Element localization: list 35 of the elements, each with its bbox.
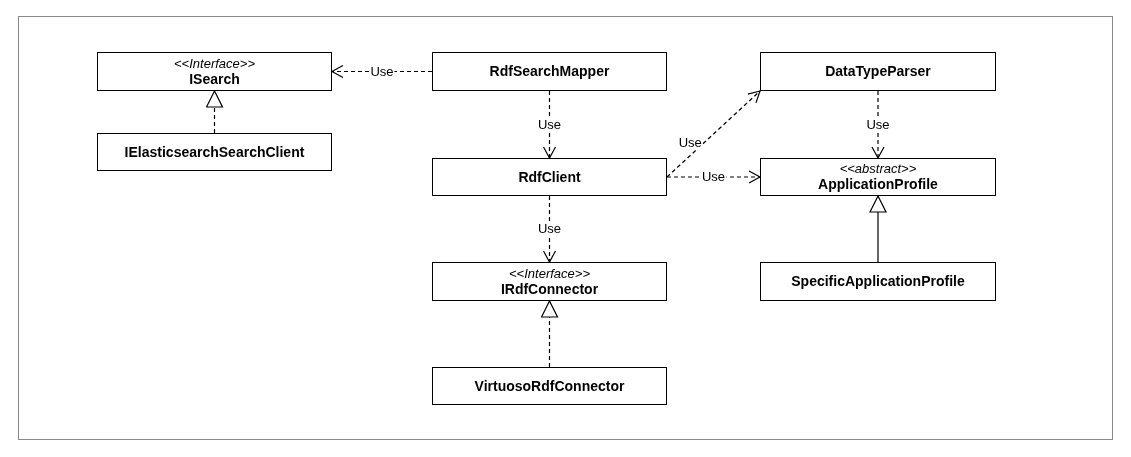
arrow bbox=[871, 90, 885, 159]
stereotype-label: <<Interface>> bbox=[174, 55, 255, 71]
class-name: ApplicationProfile bbox=[818, 176, 938, 193]
class-box bbox=[760, 262, 996, 301]
arrow bbox=[869, 195, 887, 263]
class-name: SpecificApplicationProfile bbox=[791, 273, 965, 290]
class-name: VirtuosoRdfConnector bbox=[474, 377, 625, 395]
class-box bbox=[97, 52, 332, 91]
stereotype-label: <<Interface>> bbox=[509, 265, 590, 281]
edge-label: Use bbox=[536, 117, 563, 132]
class-box bbox=[432, 52, 667, 91]
class-box bbox=[760, 52, 996, 91]
class-name: ISearch bbox=[189, 70, 240, 88]
class-name: RdfSearchMapper bbox=[489, 63, 610, 80]
class-box bbox=[760, 158, 996, 196]
class-box bbox=[432, 367, 667, 405]
class-name: RdfClient bbox=[518, 168, 581, 186]
arrow bbox=[666, 90, 761, 178]
edge-label: Use bbox=[677, 135, 703, 150]
edge-label: Use bbox=[369, 64, 395, 79]
arrow bbox=[542, 90, 557, 159]
stereotype-label: <<abstract>> bbox=[839, 161, 917, 176]
arrow bbox=[331, 64, 433, 79]
arrow bbox=[205, 90, 224, 134]
class-name: DataTypeParser bbox=[825, 63, 931, 80]
class-name: IElasticsearchSearchClient bbox=[124, 143, 305, 161]
edge-label: Use bbox=[536, 222, 563, 236]
class-name: IRdfConnector bbox=[500, 280, 599, 298]
class-box bbox=[432, 158, 667, 196]
edge-label: Use bbox=[700, 170, 727, 184]
class-box bbox=[432, 262, 667, 301]
edge-label: Use bbox=[865, 117, 891, 132]
class-box bbox=[97, 133, 332, 171]
arrow bbox=[542, 195, 557, 263]
arrow bbox=[540, 300, 559, 368]
